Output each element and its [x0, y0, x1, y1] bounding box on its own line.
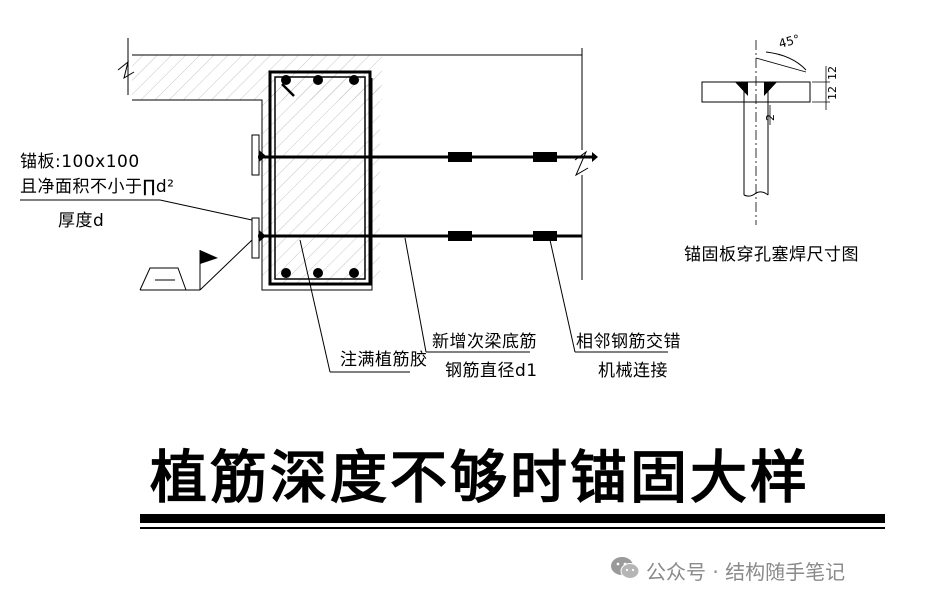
title-underline	[140, 514, 885, 529]
rebar-lower	[258, 231, 582, 241]
detail-caption: 锚固板穿孔塞焊尺寸图	[684, 245, 859, 265]
plug-weld-detail	[701, 40, 830, 225]
new-beam-label-1: 新增次梁底筋	[432, 332, 537, 352]
detail-dim-c: 2	[764, 114, 777, 121]
anchor-plate-label-2: 且净面积不小于∏d²	[20, 177, 175, 197]
rebar-upper	[258, 152, 598, 162]
fill-glue-label: 注满植筋胶	[340, 350, 428, 370]
leader-lines	[20, 199, 668, 373]
new-beam-label-2: 钢筋直径d1	[445, 361, 538, 381]
existing-slab	[117, 38, 582, 291]
detail-dim-a: 12	[826, 66, 839, 80]
detail-dim-b: 12	[826, 86, 839, 100]
anchor-plate-label-3: 厚度d	[58, 211, 105, 231]
detail-angle-label: 45°	[777, 32, 801, 51]
wechat-icon	[611, 557, 640, 579]
adjacent-rebar-label-2: 机械连接	[598, 361, 668, 381]
new-beam-outline	[574, 48, 589, 280]
drawing-title: 植筋深度不够时锚固大样	[150, 445, 810, 511]
footer-account: 公众号 · 结构随手笔记	[646, 560, 846, 584]
anchor-plate-label-1: 锚板:100x100	[20, 152, 140, 172]
beam-section	[268, 70, 372, 286]
adjacent-rebar-label-1: 相邻钢筋交错	[576, 332, 681, 352]
weld-symbol	[139, 239, 253, 291]
